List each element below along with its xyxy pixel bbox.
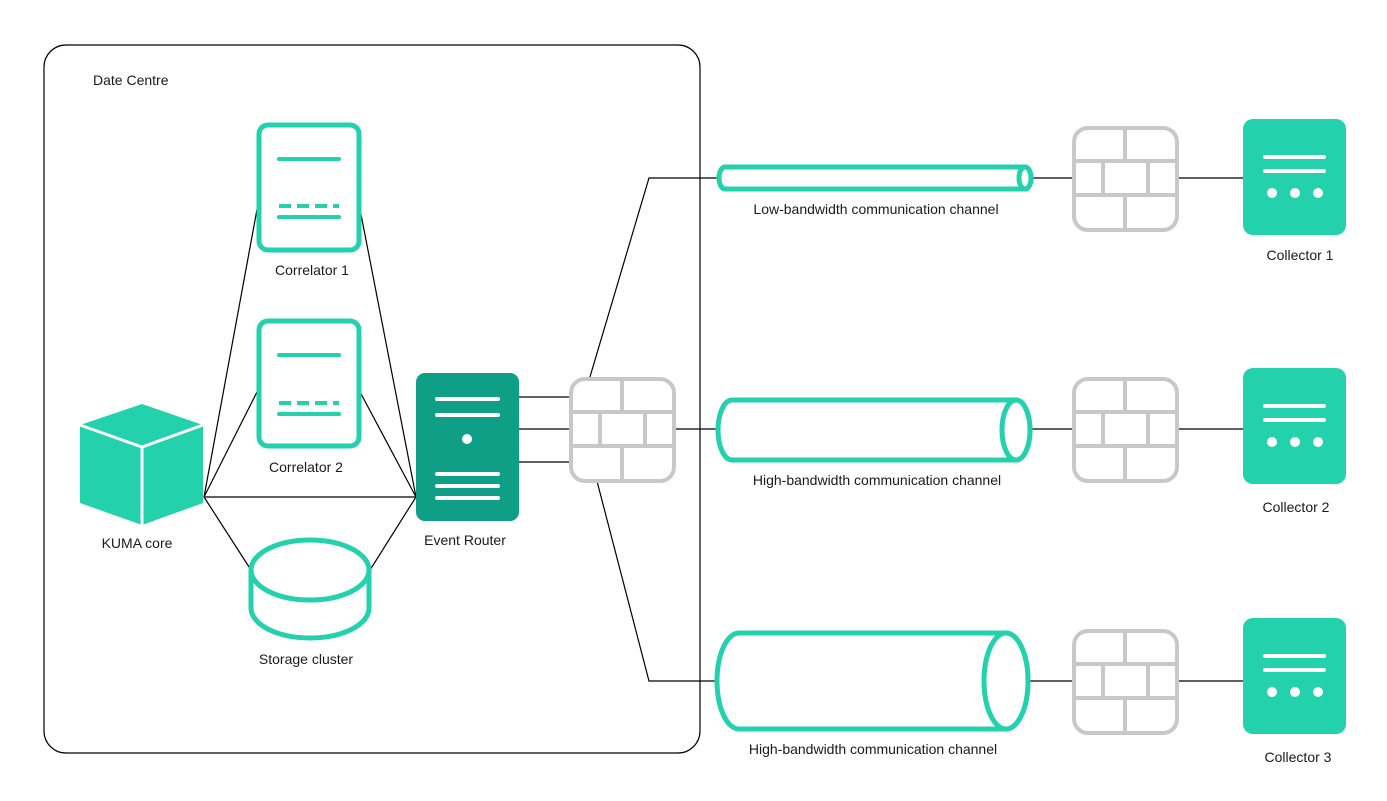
- kuma-core-label: KUMA core: [102, 535, 173, 551]
- correlator-2-label: Correlator 2: [269, 459, 343, 475]
- collector-3-node[interactable]: Collector 3: [1243, 618, 1346, 765]
- datacenter-title: Date Centre: [93, 72, 169, 88]
- link-correlator1-router: [358, 203, 417, 498]
- collector-1-node[interactable]: Collector 1: [1243, 119, 1346, 263]
- correlator-1-node[interactable]: Correlator 1: [256, 122, 362, 278]
- link-core-correlator2: [203, 389, 259, 498]
- firewall-icon: [1072, 629, 1179, 735]
- firewall-icon: [569, 377, 676, 483]
- channel-3-label: High-bandwidth communication channel: [749, 741, 997, 757]
- link-core-correlator1: [203, 203, 259, 498]
- collector-2-node[interactable]: Collector 2: [1243, 368, 1346, 515]
- collector-server-icon: [1243, 119, 1346, 235]
- event-router-node[interactable]: Event Router: [416, 373, 519, 548]
- database-icon: [248, 537, 372, 641]
- channel-2-label: High-bandwidth communication channel: [753, 472, 1001, 488]
- pipe-icon: [715, 397, 1033, 463]
- correlator-1-label: Correlator 1: [275, 262, 349, 278]
- collector-server-icon: [1243, 368, 1346, 484]
- channel-pipe-high-2: High-bandwidth communication channel: [714, 630, 1031, 757]
- cube-icon: [79, 404, 204, 525]
- collector-3-label: Collector 3: [1265, 749, 1332, 765]
- storage-cluster-node[interactable]: Storage cluster: [248, 537, 372, 667]
- channel-pipe-low: Low-bandwidth communication channel: [716, 164, 1034, 217]
- channel-1-label: Low-bandwidth communication channel: [753, 201, 998, 217]
- storage-cluster-label: Storage cluster: [259, 651, 353, 667]
- router-server-icon: [416, 373, 519, 521]
- event-router-label: Event Router: [424, 532, 506, 548]
- channel-pipe-high-1: High-bandwidth communication channel: [715, 397, 1033, 488]
- collector-server-icon: [1243, 618, 1346, 734]
- firewall-icon: [1072, 377, 1179, 483]
- correlator-2-node[interactable]: Correlator 2: [256, 318, 362, 475]
- server-doc-icon: [256, 122, 362, 253]
- firewall-icon: [1072, 126, 1179, 232]
- link-correlator2-router: [358, 389, 417, 498]
- pipe-icon: [714, 630, 1031, 732]
- collector-1-label: Collector 1: [1267, 247, 1334, 263]
- kuma-core-node[interactable]: KUMA core: [79, 404, 204, 551]
- link-core-storage: [203, 496, 252, 571]
- server-doc-icon: [256, 318, 362, 449]
- datacenter-frame: [43, 44, 701, 754]
- link-storage-router: [369, 496, 417, 571]
- collector-2-label: Collector 2: [1263, 499, 1330, 515]
- pipe-icon: [716, 164, 1034, 192]
